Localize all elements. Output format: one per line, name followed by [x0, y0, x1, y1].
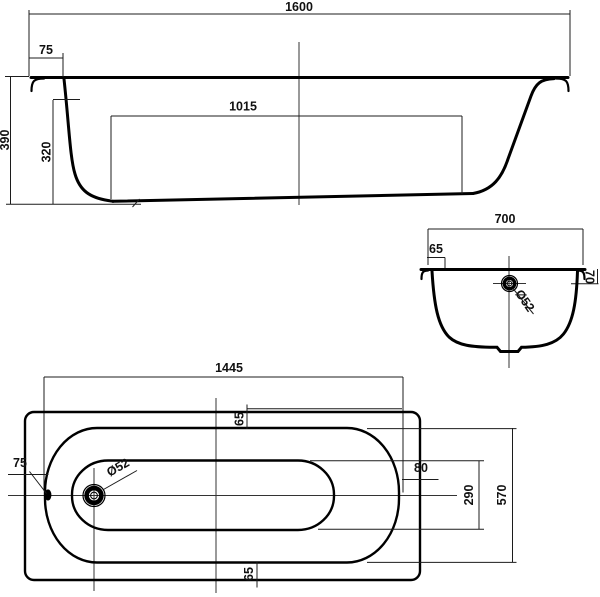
dim-290-label: 290 — [462, 485, 476, 506]
plan-drain-leader — [103, 470, 138, 490]
dim-570-label: 570 — [495, 485, 509, 506]
dim-1015-label: 1015 — [229, 100, 257, 114]
dim-570-lines — [367, 428, 517, 563]
dim-1445-lines — [43, 376, 404, 493]
dim-75-plan-lines — [8, 471, 49, 494]
dim-1600-lines — [28, 10, 571, 76]
dim-1600-label: 1600 — [285, 0, 313, 14]
dim-320-lines — [52, 99, 80, 204]
plan-outer-edge — [23, 410, 422, 582]
dim-700-lines — [427, 228, 584, 265]
plan-drain-outer-circle — [82, 483, 106, 508]
dim-65-end-lines — [427, 257, 446, 268]
dim-75-lines — [29, 53, 64, 77]
dim-70-label: 70 — [583, 270, 597, 284]
dim-290-lines — [310, 460, 484, 530]
end-rim-hook-right — [576, 269, 586, 281]
plan-drain-ring — [84, 485, 104, 506]
dim-1445-label: 1445 — [215, 361, 243, 375]
end-drain-inner-circle — [506, 280, 513, 287]
dim-65-end-label: 65 — [429, 242, 443, 256]
dim-1015-lines — [110, 115, 463, 199]
plan-floor-contour — [70, 459, 336, 532]
end-drain-leader — [512, 288, 534, 315]
side-wall-right — [471, 77, 556, 195]
end-rim-hook-left — [420, 269, 430, 281]
dim-320-label: 320 — [40, 142, 54, 163]
end-drain-outer-circle — [500, 274, 519, 293]
dim-390-label: 390 — [0, 130, 12, 151]
dim-390-lines — [5, 76, 141, 208]
dim-65-top-label: 65 — [233, 412, 247, 426]
dim-75-label: 75 — [39, 43, 53, 57]
end-section-outline — [430, 269, 579, 353]
dim-65-bottom-label: 65 — [242, 567, 256, 581]
side-rim-hook-right — [554, 77, 570, 93]
dim-75-plan-label: 75 — [13, 456, 27, 470]
dim-700-label: 700 — [495, 212, 516, 226]
plan-view: 1445 Ø52 65 65 75 80 290 570 — [8, 361, 517, 593]
dim-65-top-lines — [246, 404, 402, 429]
plan-overflow-mark — [44, 489, 52, 501]
side-wall-left — [62, 77, 115, 203]
side-rim-hook-left — [30, 77, 46, 93]
dim-80-label: 80 — [414, 461, 428, 475]
end-drain-ring — [502, 276, 517, 291]
side-bottom — [111, 192, 475, 203]
end-view: 700 65 70 Ø52 — [419, 212, 599, 368]
plan-drain-inner-circle — [90, 491, 98, 500]
end-drain-diameter-label: Ø52 — [512, 287, 537, 314]
side-view: 1600 75 390 320 1015 — [0, 0, 571, 208]
